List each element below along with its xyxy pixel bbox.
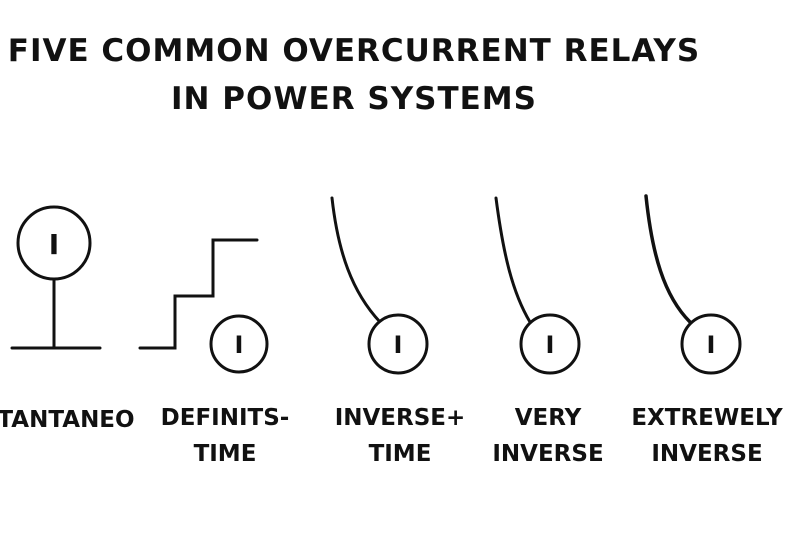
curve-inverse [330,196,382,324]
title-line-1: FIVE COMMON OVERCURRENT RELAYS [7,33,701,69]
relay-symbol-text: I [546,331,555,359]
relay-label-line: DEFINITS- [160,405,290,431]
relay-label-line: INVERSE [492,441,604,467]
relay-label-line: EXTREWELY [631,405,783,431]
relay-label-instantaneous: TANTANEO [0,402,136,438]
relay-extremely-inverse: I [644,194,742,375]
relay-label-definite-time: DEFINITS- TIME [150,400,300,472]
relay-symbol-extremely-inverse [680,313,742,375]
curve-very-inverse [494,196,532,324]
relay-symbol-definite-time [209,314,269,374]
relay-definite-time: I [138,238,269,374]
relay-label-very-inverse: VERY INVERSE [478,400,618,472]
relay-label-line: INVERSE+ [334,405,466,431]
relay-label-line: TIME [368,441,432,467]
relay-label-line: TIME [193,441,257,467]
relay-instantaneous: I [10,205,102,350]
title-line-2: IN POWER SYSTEMS [171,81,537,117]
relay-symbol-text: I [394,331,403,359]
relay-label-line: INVERSE [651,441,763,467]
relay-label-extremely-inverse: EXTREWELY INVERSE [622,400,792,472]
relay-symbol-text: I [49,228,59,261]
relay-very-inverse: I [494,196,581,375]
curve-step [138,238,259,350]
curve-extremely-inverse [644,194,692,324]
relay-label-line: VERY [514,405,582,431]
relay-symbol-inverse-time [367,313,429,375]
relay-symbol-text: I [707,331,716,359]
relay-inverse-time: I [330,196,429,375]
relay-symbol-text: I [235,331,244,359]
relay-label-inverse-time: INVERSE+ TIME [325,400,475,472]
relay-symbol-very-inverse [519,313,581,375]
relay-label-line: TANTANEO [0,407,135,433]
